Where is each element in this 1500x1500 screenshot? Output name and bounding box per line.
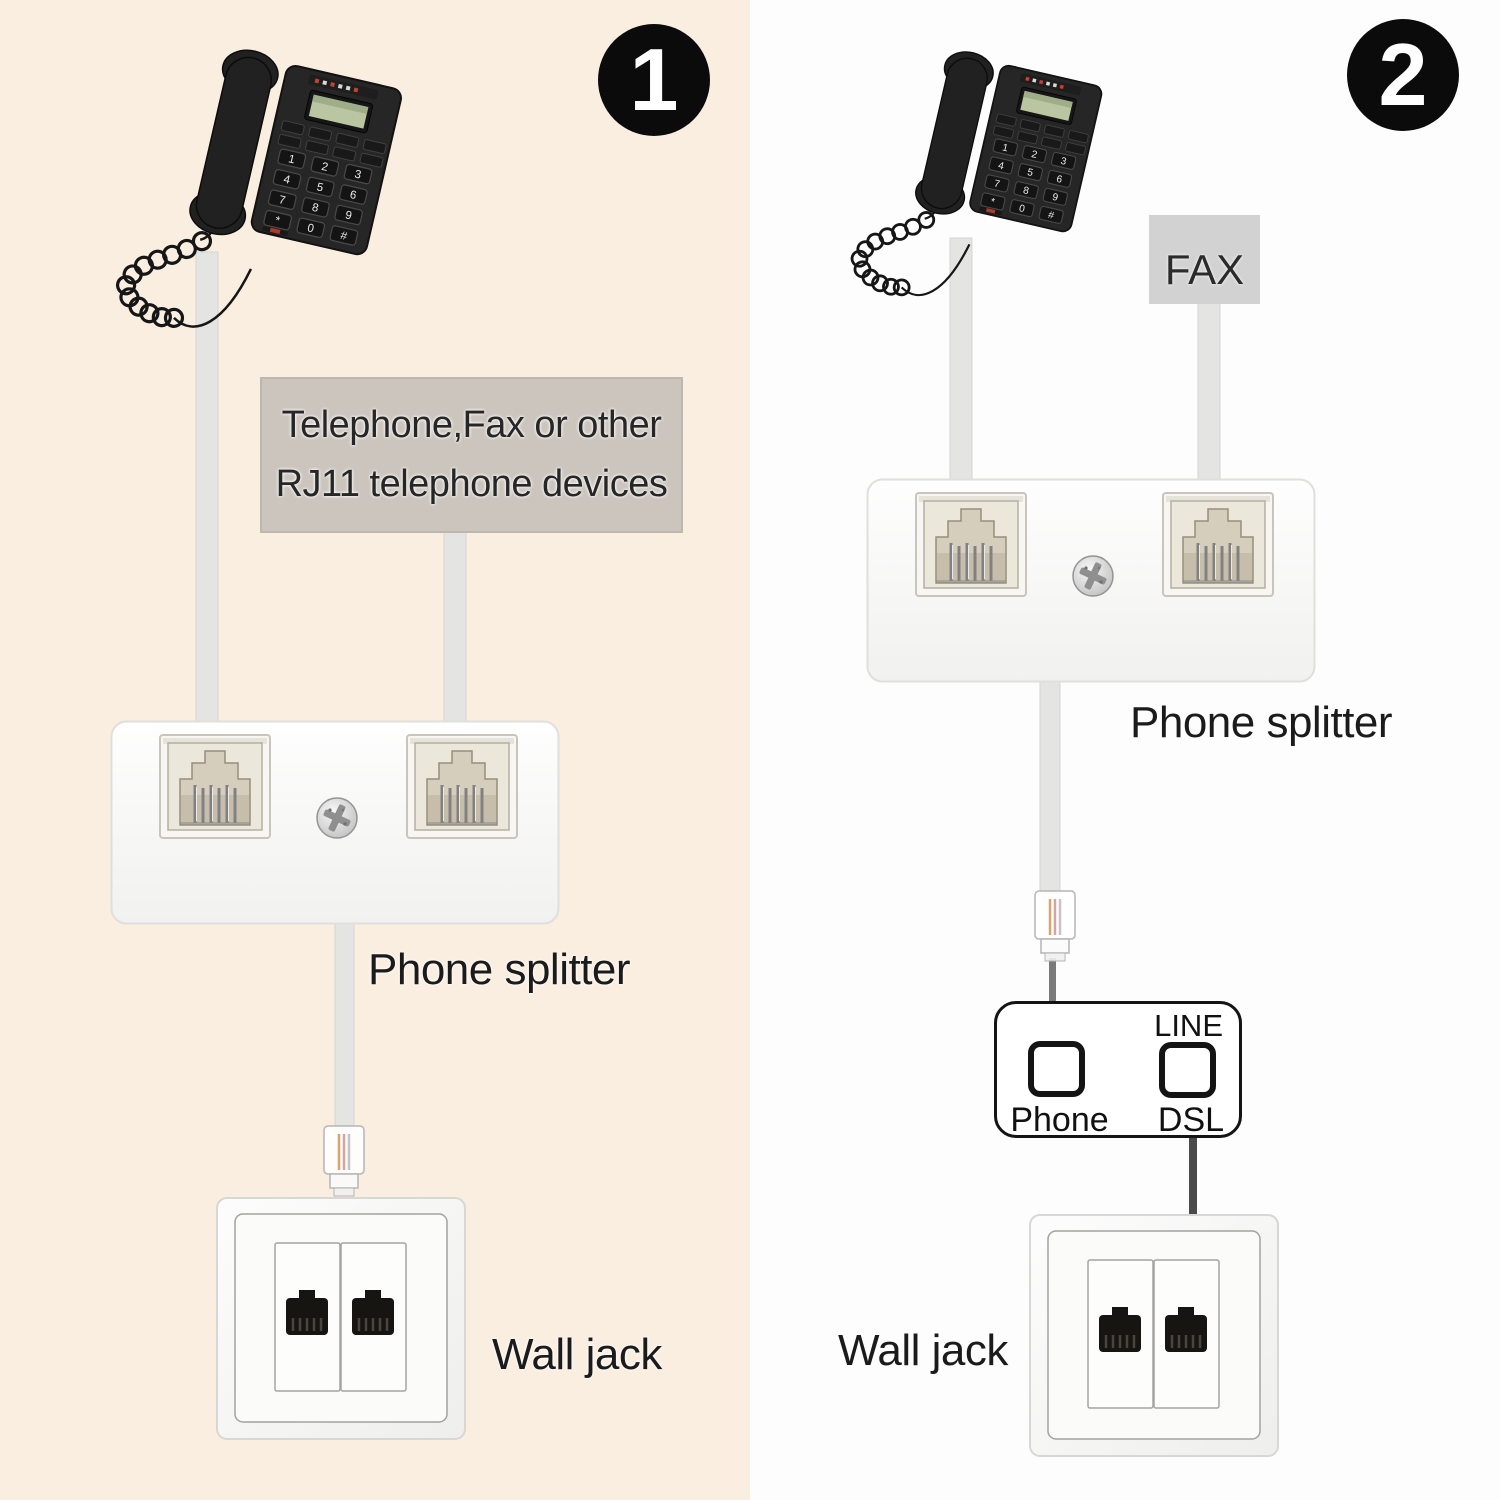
phone-keypad: 1 2 3 4 5 6 7 8 9 * 0 # [980,138,1077,224]
step-2-badge: 2 [1347,19,1459,131]
device-label-line1: Telephone,Fax or other [281,404,662,446]
key-8: 8 [1022,185,1030,197]
rj11-plug-2 [1033,889,1077,963]
cable-devicebox-to-splitter-1 [443,527,467,723]
telephone-image-1: 1 2 3 4 5 6 7 8 9 * 0 # [115,49,402,328]
wall-jack-label-1: Wall jack [492,1330,662,1379]
device-label-line2: RJ11 telephone devices [275,463,668,505]
phone-red-key [269,227,281,234]
filter-phone-port-square [1028,1041,1085,1097]
phone-brand-strip [308,74,379,100]
cable-splitter-to-plug-2 [1039,677,1061,894]
key-9: 9 [1051,192,1059,204]
key-star: * [274,215,282,228]
phone-brand-strip [1019,73,1082,96]
phone-brand-marks [1025,76,1064,89]
phone-cord [850,207,971,297]
key-3: 3 [1059,156,1067,168]
key-6: 6 [349,189,358,202]
filter-dsl-label: DSL [1157,1101,1225,1139]
fax-label: FAX [1164,246,1245,293]
cable-phone-to-splitter-2 [949,237,973,484]
splitter-label-1: Phone splitter [368,945,631,994]
key-star: * [989,197,995,209]
phone-splitter-device-2 [868,480,1315,682]
key-0: 0 [1018,203,1026,215]
wall-jack-device-2 [1028,1213,1280,1458]
key-5: 5 [315,181,324,194]
key-0: 0 [306,222,315,235]
key-5: 5 [1026,167,1034,179]
key-2: 2 [1030,149,1038,161]
cable-filter-to-walljack [1189,1134,1197,1222]
device-label-box: Telephone,Fax or other RJ11 telephone de… [260,377,683,533]
key-9: 9 [344,209,353,222]
cable-fax-to-splitter-2 [1197,299,1221,484]
dsl-filter-diagram: LINE Phone DSL [994,1001,1242,1139]
step-1-badge: 1 [598,24,710,136]
filter-line-label: LINE [1154,1008,1223,1043]
telephone-image-2: 1 2 3 4 5 6 7 8 9 * 0 # [850,51,1103,297]
key-7: 7 [278,194,287,207]
key-7: 7 [993,178,1001,190]
phone-display [304,89,374,134]
phone-splitter-device-1 [112,722,559,924]
cable-splitter-to-plug-1 [334,922,355,1131]
phone-function-keys [277,120,387,168]
key-1: 1 [1001,142,1009,154]
phone-handset [915,51,994,215]
fax-label-box: FAX [1149,215,1260,304]
key-6: 6 [1055,174,1063,186]
phone-handset [189,49,279,236]
wall-jack-label-2: Wall jack [838,1326,1008,1375]
key-2: 2 [320,161,329,174]
splitter-label-2: Phone splitter [1130,698,1393,747]
step-2-number: 2 [1378,25,1428,124]
phone-function-keys [992,113,1089,156]
key-hash: # [339,230,349,243]
filter-dsl-port-square [1159,1042,1216,1098]
phone-keypad: 1 2 3 4 5 6 7 8 9 * 0 # [263,148,373,246]
wall-jack-device-1 [215,1196,467,1441]
step-1-number: 1 [629,30,679,129]
key-8: 8 [311,202,320,215]
phone-red-key [985,208,996,214]
phone-brand-marks [314,78,359,93]
key-4: 4 [997,160,1005,172]
phone-display [1016,86,1077,125]
key-3: 3 [353,168,362,181]
phone-cord [115,227,253,328]
key-1: 1 [287,153,296,166]
key-4: 4 [282,174,292,187]
rj11-plug-1 [322,1124,366,1198]
key-hash: # [1047,210,1055,222]
filter-phone-label: Phone [1010,1101,1109,1139]
cable-plug-to-filter [1049,958,1056,1004]
